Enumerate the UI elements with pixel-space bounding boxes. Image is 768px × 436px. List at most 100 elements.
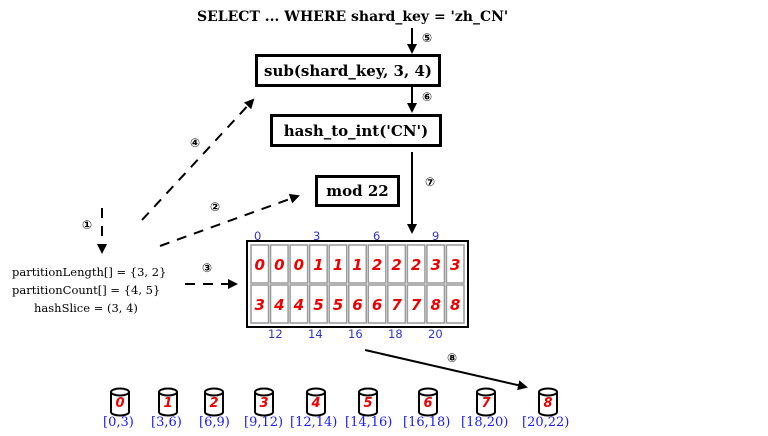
query-title: SELECT ... WHERE shard_key = 'zh_CN' (197, 9, 509, 25)
table-cell (426, 244, 446, 284)
step-4: ④ (190, 136, 201, 150)
tick-bottom-18: 18 (388, 327, 403, 341)
shard-id: 2 (209, 396, 218, 411)
table-cell (250, 284, 270, 324)
table-cell-value: 4 (273, 296, 284, 314)
step-6: ⑥ (422, 90, 433, 104)
shard-range-4: [12,14) (290, 415, 338, 430)
shard-0: 0 (110, 387, 130, 417)
table-cell (347, 244, 368, 284)
shard-range-6: [16,18) (403, 415, 451, 430)
table-cell (347, 284, 368, 324)
table-cell (328, 284, 348, 324)
table-cell-value: 6 (352, 296, 362, 314)
hash-box: hash_to_int('CN') (270, 114, 442, 147)
shard-range-3: [9,12) (244, 415, 284, 430)
arrow-params-to-sub (141, 98, 255, 221)
shard-id: 3 (259, 396, 268, 411)
table-cell-value: 0 (294, 256, 304, 274)
table-cell-value: 3 (450, 256, 460, 274)
step-3: ③ (202, 261, 213, 275)
table-cell (250, 244, 270, 284)
mod-box: mod 22 (315, 175, 400, 207)
tick-top-3: 3 (313, 229, 321, 243)
table-cell-value: 1 (313, 256, 323, 274)
table-cell-value: 8 (430, 296, 440, 314)
shard-id: 4 (310, 396, 320, 411)
table-cell-value: 1 (333, 256, 343, 274)
shard-range-7: [18,20) (461, 415, 509, 430)
table-cell-value: 6 (372, 296, 382, 314)
shard-3: 3 (254, 387, 274, 417)
table-cell-value: 7 (391, 296, 402, 314)
tick-top-9: 9 (432, 229, 440, 243)
tick-bottom-16: 16 (348, 327, 363, 341)
tick-top-6: 6 (373, 229, 381, 243)
table-cell-value: 3 (430, 256, 440, 274)
table-cell-value: 5 (313, 296, 323, 314)
tick-bottom-12: 12 (268, 327, 283, 341)
arrow-params-to-mod (159, 194, 300, 247)
table-cell-value: 7 (411, 296, 422, 314)
shard-5: 5 (358, 387, 378, 417)
shard-id: 0 (115, 396, 124, 411)
sub-box: sub(shard_key, 3, 4) (255, 54, 441, 87)
shard-id: 5 (363, 396, 372, 411)
table-cell (387, 244, 407, 284)
shard-range-5: [14,16) (345, 415, 393, 430)
table-cell (308, 284, 328, 324)
shard-range-8: [20,22) (522, 415, 570, 430)
tick-bottom-20: 20 (428, 327, 443, 341)
shard-id: 7 (481, 396, 491, 411)
table-cell-value: 2 (391, 256, 401, 274)
table-cell (445, 244, 465, 284)
table-cell-value: 4 (293, 296, 304, 314)
step-8: ⑧ (447, 351, 458, 365)
table-cell (328, 244, 348, 284)
shard-id: 6 (423, 396, 432, 411)
table-cell (367, 244, 387, 284)
table-cell-value: 8 (450, 296, 460, 314)
shard-range-1: [3,6) (151, 415, 182, 430)
tick-bottom-14: 14 (308, 327, 323, 341)
step-1: ① (82, 218, 93, 232)
shard-4: 4 (306, 387, 326, 417)
step-2: ② (210, 200, 221, 214)
step-5: ⑤ (422, 31, 433, 45)
table-cell (426, 284, 446, 324)
table-cell (406, 284, 426, 324)
table-cell (406, 244, 426, 284)
table-cell (308, 244, 328, 284)
table-cell (387, 284, 407, 324)
table-cell (289, 284, 309, 324)
table-cell (445, 284, 465, 324)
shard-6: 6 (418, 387, 438, 417)
arrow-table-to-shard (364, 349, 528, 391)
table-cell-value: 0 (255, 256, 265, 274)
shard-7: 7 (476, 387, 496, 417)
shard-2: 2 (204, 387, 224, 417)
table-cell (269, 244, 289, 284)
shard-range-2: [6,9) (199, 415, 230, 430)
tick-top-0: 0 (254, 229, 262, 243)
param-partition-count: partitionCount[] = {4, 5} (12, 283, 161, 297)
table-cell-value: 0 (274, 256, 284, 274)
table-cell-value: 2 (411, 256, 421, 274)
table-cell (367, 284, 387, 324)
param-partition-length: partitionLength[] = {3, 2} (12, 265, 167, 279)
shard-8: 8 (538, 387, 558, 417)
shard-1: 1 (158, 387, 178, 417)
table-cell-value: 3 (255, 296, 265, 314)
step-7: ⑦ (425, 175, 436, 189)
param-hash-slice: hashSlice = (3, 4) (34, 301, 138, 315)
table-cell-value: 1 (352, 256, 362, 274)
shard-id: 1 (163, 396, 172, 411)
shard-range-0: [0,3) (103, 415, 134, 430)
table-cell-value: 2 (372, 256, 382, 274)
table-cell-value: 5 (333, 296, 343, 314)
shard-id: 8 (543, 396, 552, 411)
